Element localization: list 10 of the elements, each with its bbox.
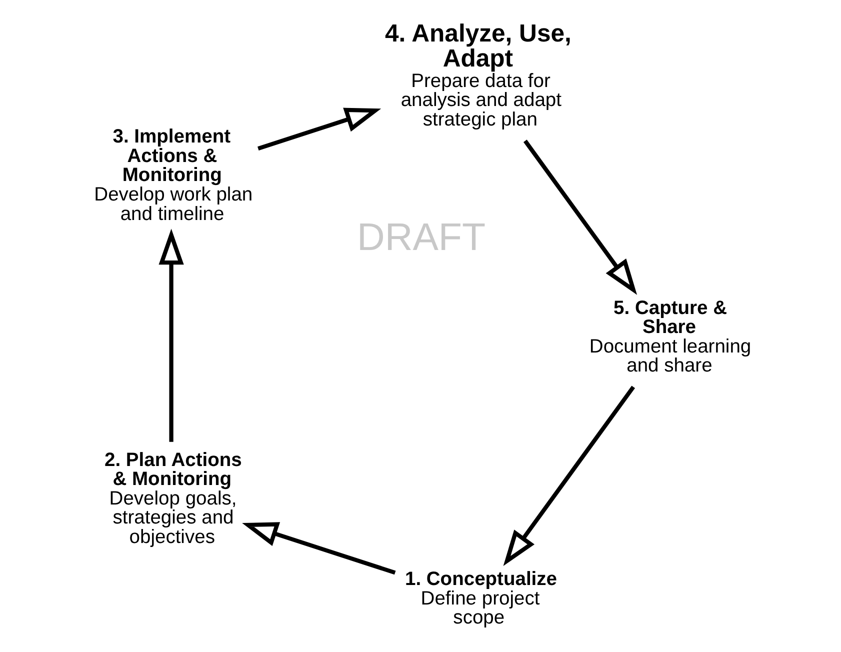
node-text: 5. Capture & Share Document learning and share <box>588 298 751 377</box>
arrow <box>242 522 396 575</box>
node-text: 2. Plan Actions & Monitoring Develop goals, strategies and objectives <box>104 450 242 548</box>
node-text: 3. Implement Actions & Monitoring Develop work plan and timeline <box>94 126 252 225</box>
node-text: 1. Conceptualize Define project scope <box>404 568 557 629</box>
arrow <box>502 386 635 566</box>
node-text: 4. Analyze, Use, Adapt Prepare data for analysis and adapt strategic plan <box>384 20 571 130</box>
arrow <box>158 228 184 442</box>
arrow <box>522 140 637 295</box>
arrow <box>257 108 381 151</box>
